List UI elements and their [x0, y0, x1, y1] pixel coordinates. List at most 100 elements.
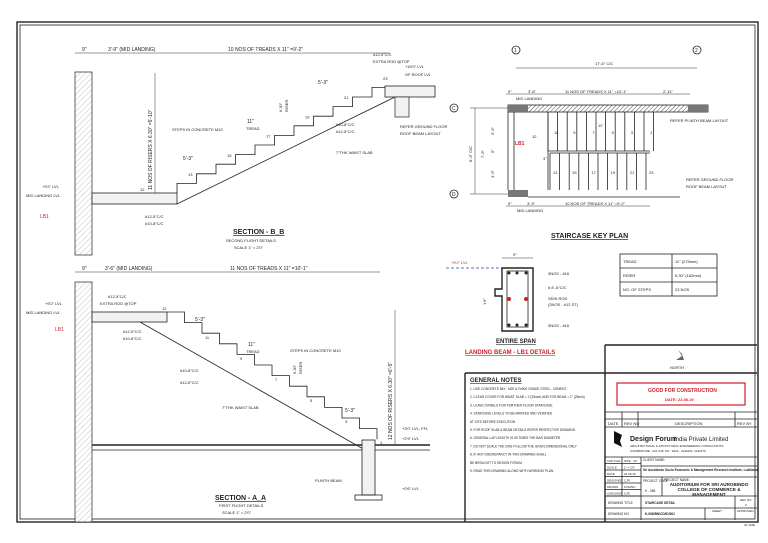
title-block-value: 1" = 2'0" [624, 465, 635, 469]
drawing-no-label: DRAWING NO [608, 512, 629, 516]
step-number: 21 [344, 95, 349, 100]
landing-beam-detail: +9'2" LVL 9" 1'6" 3NOS - #16 # 8 -6"C/C … [446, 252, 579, 356]
waist-slab-label: 7"THK WAIST SLAB [222, 405, 259, 410]
general-note-item: 1. USE CONCRETE MIX : M20 & Fe500 GRADE … [470, 387, 568, 391]
title-block-value: SITE - 20 [624, 459, 637, 463]
sheet-size: A1 SIZE [744, 523, 755, 527]
mid-landing-label: MID LANDING [516, 96, 542, 101]
dim: 3'-6" [490, 169, 495, 178]
general-note-item: 8. IF ANY DISCREPANCY IN THIS DRAWING SH… [470, 453, 547, 457]
section-subtitle: FIRST FLIGHT DETAILS [219, 503, 264, 508]
drawing-no: K-068/BN/CD/ID/001 [645, 512, 675, 516]
step-number: 23 [383, 76, 388, 81]
note-label: ROOF BEAM LAYOUT [686, 184, 727, 189]
dim-cc: 17'-6" C/C [595, 61, 613, 66]
rebar-label: (2NOS - #12 ST) [548, 302, 579, 307]
step-number: 13 [553, 170, 558, 175]
dim-risers: 11 NOS OF RISERS X 6.30" =5'-10" [148, 109, 154, 190]
staircase-key-plan: 1 2 C D 17'-6" C/C 9" 3'-6" MID LANDING … [449, 45, 733, 240]
title-block-label: DATE [607, 472, 615, 476]
wall-bb [74, 71, 93, 256]
level-label: +9'2" LVL [451, 260, 469, 265]
client-label: CLIENT NAME: [643, 458, 665, 462]
firm-logo-icon [614, 431, 622, 447]
plinth-beam [361, 439, 376, 496]
dim: 8'-3" C/C [468, 146, 473, 162]
project-name: AUDITORIUM FOR SRI AUROBINDO COLLEGE OF … [669, 482, 749, 496]
step-number: 3 [631, 130, 634, 135]
dim-risers: 12 NOS OF RISERS X 6.30" =6'-5" [388, 362, 394, 440]
dim: 11" [598, 123, 604, 128]
step-number: 15 [227, 153, 232, 158]
dim-tread: 11" [248, 342, 255, 348]
step-number: 9 [573, 130, 576, 135]
level-label: MID LANDING LVL [26, 310, 61, 315]
dim: 3" [543, 156, 547, 161]
dim: 3'-6" [490, 126, 495, 135]
lb1-label: LB1 [40, 214, 49, 220]
title-block-label: DRAWN [607, 485, 618, 489]
good-for-construction-stamp [616, 382, 746, 406]
waist-slab-soffit [176, 96, 396, 205]
revision-header: REV BY [737, 421, 752, 426]
general-note-item: BE BROUGHT TO DESIGN FORUM [470, 461, 522, 465]
tread-label: TREAD [246, 126, 260, 131]
general-notes-title: GENERAL NOTES [470, 378, 522, 384]
rebar-label: #10-8"C/C [123, 336, 142, 341]
dim: 1'6" [482, 298, 487, 305]
grid-label: C [452, 106, 456, 112]
level-label: MID LANDING LVL [26, 193, 61, 198]
dim: 7'-6" [480, 149, 485, 158]
section-subtitle: SECOND FLIGHT DETAILS [226, 238, 276, 243]
waist-slab-label: 7"THK WAIST SLAB [336, 150, 373, 155]
dim-riser: 6.30" [292, 364, 297, 374]
step-number: 13 [188, 172, 193, 177]
table-cell: RISER [623, 273, 635, 278]
step-number: 17 [591, 170, 596, 175]
approved-label: APPROVED [737, 509, 755, 513]
revision-header: DATE [608, 421, 619, 426]
step-number: 1 [380, 440, 383, 445]
note-label: REFER PLINTH BEAM LAYOUT [670, 118, 729, 123]
title-block-value: CJR [624, 478, 631, 482]
rebar-label: #12-5"C/C [108, 294, 127, 299]
general-note-item: AT SITE BEFORE EXECUTION [470, 420, 516, 424]
waist-slab-soffit [139, 321, 366, 451]
project-label: PROJECT NAME: [664, 478, 690, 482]
table-cell: TREAD [623, 259, 637, 264]
riser-label: RISER [298, 362, 303, 374]
span-label: ENTIRE SPAN [496, 339, 536, 345]
rebar-label: #10-8"C/C [145, 221, 164, 226]
rebar-label: SKIN ROD [548, 296, 567, 301]
drawing-title-label: DRAWING TITLE [608, 501, 633, 505]
level-label: +3'0" LVL, FFL [402, 426, 429, 431]
grid-label: 2 [695, 48, 698, 54]
landing-slab-bb [91, 192, 178, 205]
dim-treads: 10 NOS OF TREADS X 11" =9'-2" [228, 47, 303, 53]
client-name: Sri Aurobindo Socio Economic & Managemen… [643, 468, 758, 472]
general-note-item: 4. STAIRCASE LEVELS TO BE MARKED AND VER… [470, 412, 553, 416]
rebar-label: EXTRA ROD @TOP [100, 301, 137, 306]
rebar-label: #12-5"C/C [145, 214, 164, 219]
stair-profile [167, 311, 378, 440]
dim: 11 NOS OF TREADS X 11" =10'-1" [565, 89, 628, 94]
rebar-label: #12-5"C/C [336, 129, 355, 134]
stair-profile [176, 87, 392, 193]
sheet-border [16, 21, 759, 523]
lb1-label: LB1 [515, 141, 525, 147]
general-note-item: 9. READ THIS DRAWING ALONG WITH WORKING … [470, 469, 554, 473]
step-number: 5 [310, 398, 313, 403]
title-block-value: 22.06.19 [624, 472, 636, 476]
section-scale: SCALE 1" = 2'0" [222, 510, 252, 515]
step-number: 7 [275, 377, 278, 382]
title-block-label: CHECKED [607, 491, 623, 495]
step-number: 12 [532, 134, 537, 139]
section-scale: SCALE 1" = 2'0" [234, 245, 264, 250]
table-cell: 23 NOS [675, 287, 690, 292]
dim-tread: 11" [247, 119, 254, 125]
firm-line: COIMBATORE - 641 018. PH : 0422 - 221166… [630, 449, 706, 453]
rebar-label: #10-8"C/C [336, 122, 355, 127]
rebar-label: #12-5"C/C [180, 380, 199, 385]
mid-landing-label: MID LANDING [517, 208, 543, 213]
